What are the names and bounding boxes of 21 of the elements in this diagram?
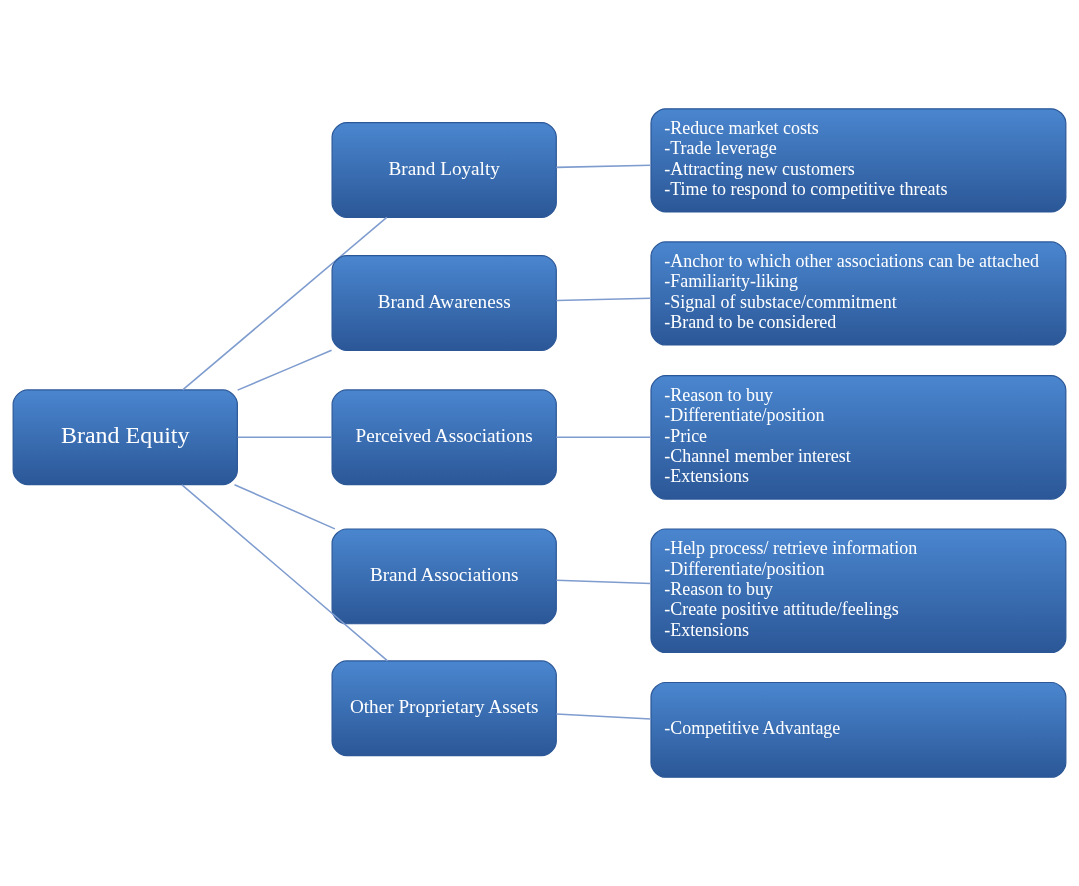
connector <box>236 436 333 439</box>
connector <box>555 713 652 720</box>
connector <box>555 297 652 302</box>
node-box: -Reason to buy -Differentiate/position -Price -Channel member interest -Extensions <box>650 374 1067 500</box>
node-box: Brand Associations <box>331 528 557 625</box>
node-box: Brand Equity <box>12 389 238 486</box>
node-box: -Competitive Advantage <box>650 681 1067 778</box>
node-box: Other Proprietary Assets <box>331 660 557 757</box>
node-box: Brand Awareness <box>331 255 557 351</box>
connector <box>233 484 336 530</box>
connector <box>181 216 388 391</box>
node-box: Brand Loyalty <box>331 122 557 218</box>
node-box: -Anchor to which other associations can be attached -Familiarity-liking -Signal of substace/commitment -Brand to be considered <box>650 241 1067 346</box>
connector <box>236 349 333 391</box>
connector <box>555 579 652 585</box>
node-box: Perceived Associations <box>331 389 557 486</box>
connector <box>181 484 389 662</box>
connector <box>555 164 652 169</box>
node-box: -Reduce market costs -Trade leverage -Attracting new customers -Time to respond to competitive threats <box>650 108 1067 213</box>
node-box: -Help process/ retrieve information -Differentiate/position -Reason to buy -Create positive attitude/feelings -Extensions <box>650 528 1067 654</box>
connector <box>555 436 652 439</box>
